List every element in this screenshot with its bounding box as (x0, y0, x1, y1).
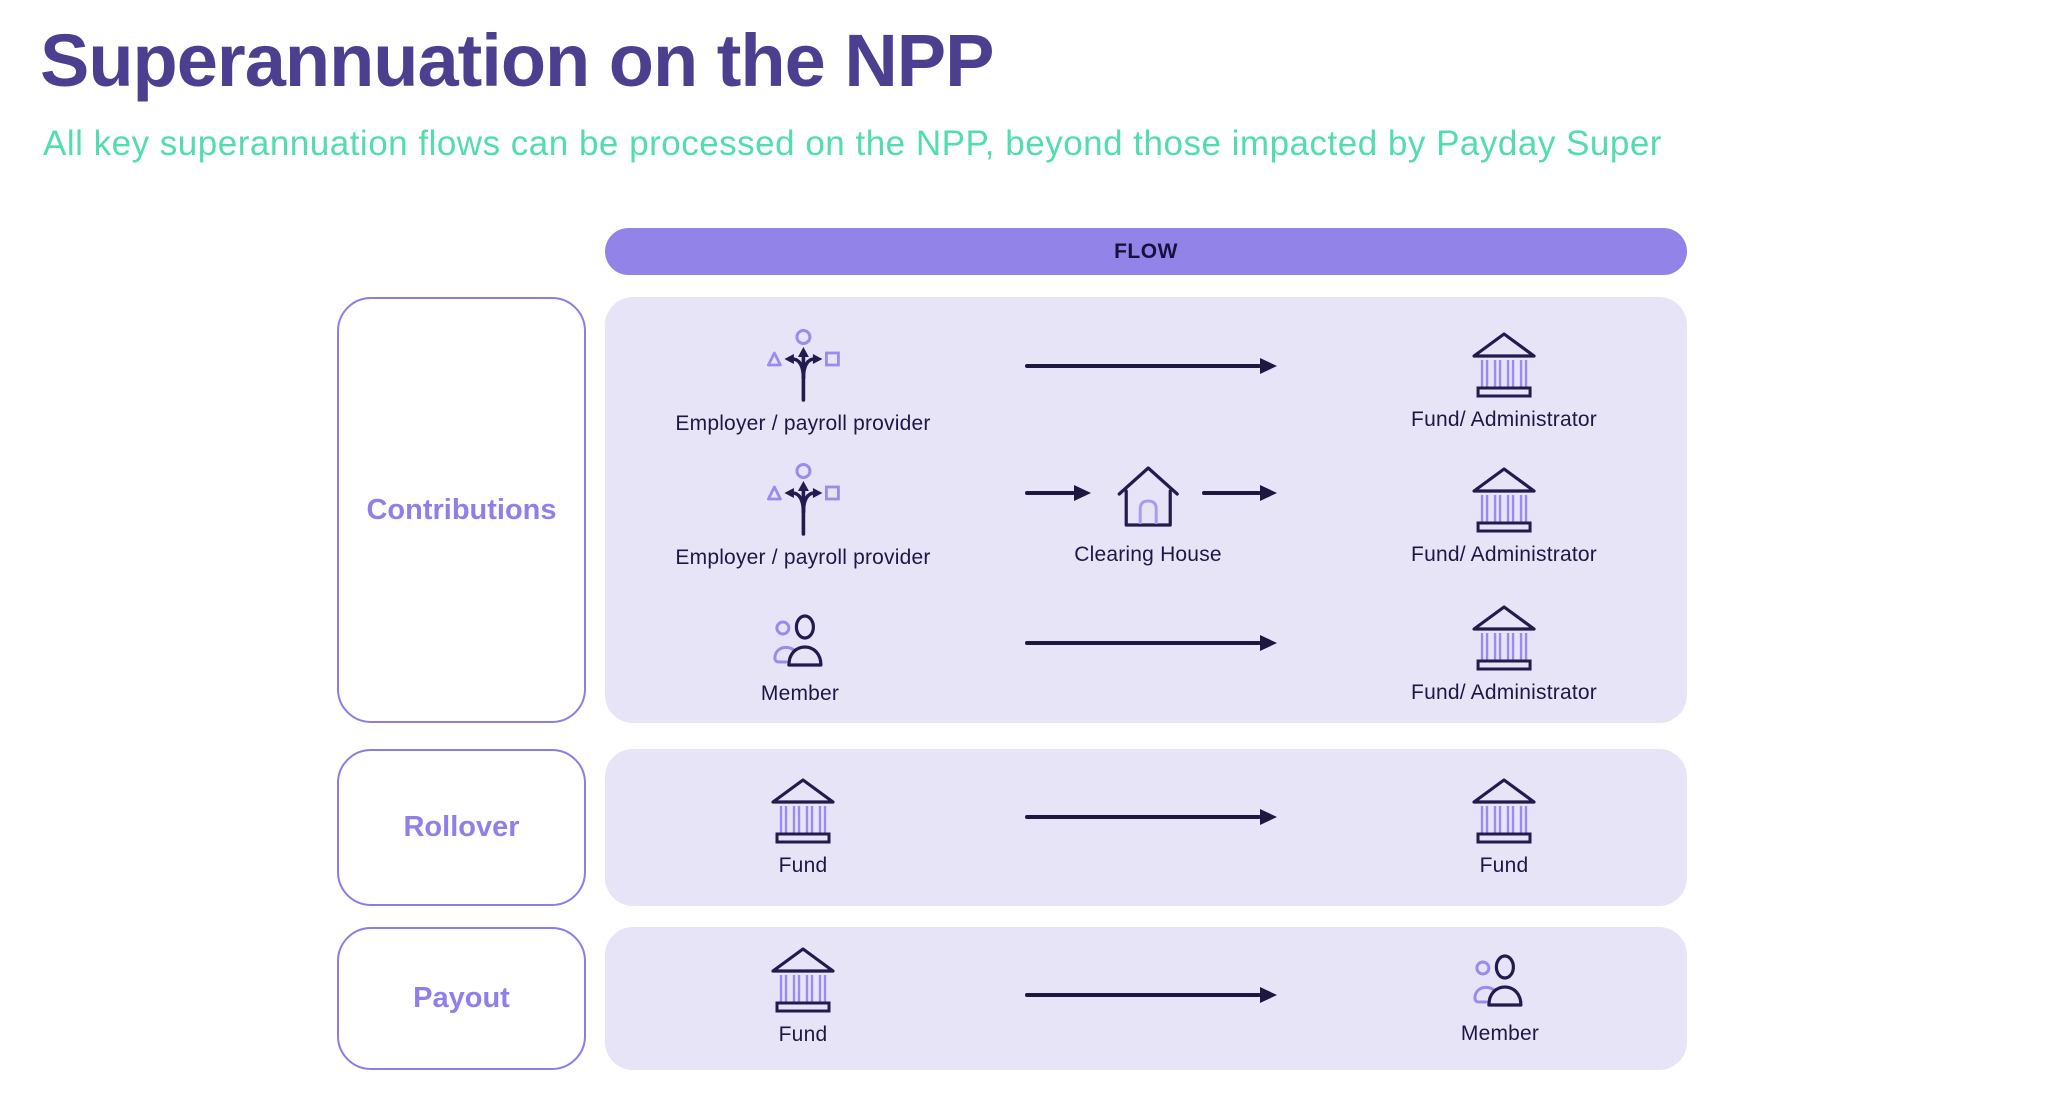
entity-fund-payout: Fund (766, 945, 840, 1048)
entity-label: Member (760, 682, 840, 705)
page-title: Superannuation on the NPP (40, 19, 994, 102)
entity-label: Employer / payroll provider (675, 546, 931, 569)
employer-payroll-icon (766, 463, 840, 536)
flow-header-label: FLOW (1114, 239, 1178, 263)
entity-label: Fund/ Administrator (1411, 408, 1597, 431)
entity-label: Fund (778, 1023, 828, 1046)
entity-label: Fund/ Administrator (1411, 681, 1597, 704)
flow-arrow (1025, 993, 1261, 997)
entity-label: Fund (778, 854, 828, 877)
entity-fund-rollover-to: Fund (1467, 776, 1541, 879)
category-box-payout: Payout (337, 927, 586, 1070)
flow-arrow (1025, 491, 1075, 495)
member-icon (1473, 954, 1523, 1007)
employer-payroll-icon (766, 329, 840, 402)
page-subtitle: All key superannuation flows can be proc… (43, 124, 1662, 163)
entity-fund-administrator-1: Fund/ Administrator (1411, 330, 1597, 433)
flow-header: FLOW (605, 228, 1687, 275)
category-label-rollover: Rollover (403, 811, 520, 843)
flow-arrow (1202, 491, 1261, 495)
entity-label: Employer / payroll provider (675, 412, 931, 435)
entity-employer-via-clearing: Employer / payroll provider (675, 462, 930, 571)
fund-bank-icon (1472, 467, 1536, 533)
entity-member-contrib: Member (761, 612, 839, 707)
entity-label: Clearing House (1074, 543, 1222, 566)
category-box-contributions: Contributions (337, 297, 586, 723)
fund-bank-icon (1472, 778, 1536, 844)
entity-fund-administrator-2: Fund/ Administrator (1411, 465, 1597, 568)
fund-bank-icon (1472, 605, 1536, 671)
category-box-rollover: Rollover (337, 749, 586, 906)
entity-clearing-house: Clearing House (1074, 463, 1222, 568)
entity-fund-rollover-from: Fund (766, 776, 840, 879)
flow-arrow (1025, 815, 1261, 819)
category-label-contributions: Contributions (366, 493, 557, 526)
flow-panel-contributions (605, 297, 1687, 723)
entity-label: Fund/ Administrator (1411, 543, 1597, 566)
entity-label: Member (1460, 1022, 1540, 1045)
entity-employer-direct: Employer / payroll provider (675, 328, 930, 437)
entity-fund-administrator-3: Fund/ Administrator (1411, 603, 1597, 706)
flow-arrow (1025, 641, 1261, 645)
flow-arrow (1025, 364, 1261, 368)
entity-member-payout: Member (1461, 952, 1539, 1047)
entity-label: Fund (1479, 854, 1529, 877)
fund-bank-icon (1472, 332, 1536, 398)
fund-bank-icon (771, 947, 835, 1013)
fund-bank-icon (771, 778, 835, 844)
member-icon (773, 614, 823, 667)
category-label-payout: Payout (413, 982, 510, 1014)
clearing-house-icon (1117, 466, 1179, 527)
